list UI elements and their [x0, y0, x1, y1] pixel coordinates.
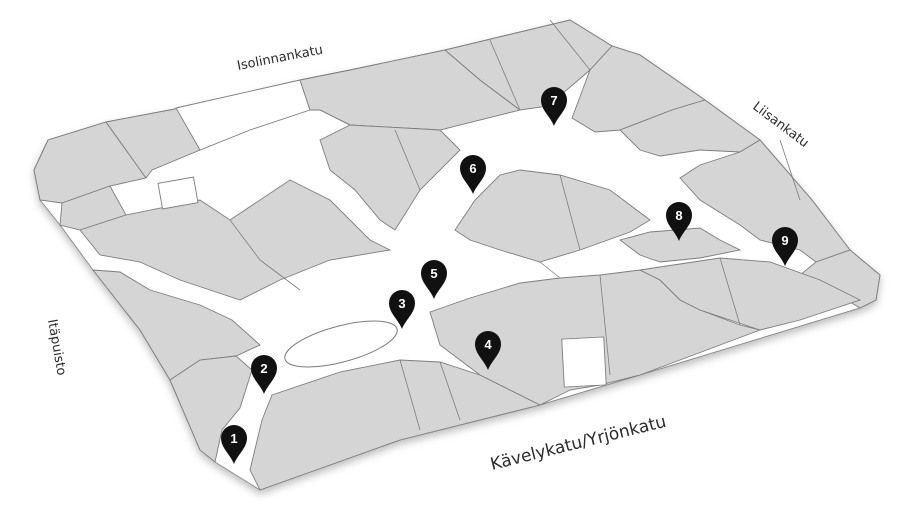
location-marker-8[interactable]: 8 — [666, 202, 692, 241]
marker-number: 8 — [675, 208, 682, 223]
marker-number: 4 — [484, 337, 492, 352]
map-pin-icon — [389, 290, 415, 329]
store-dividers — [229, 19, 801, 431]
map-pin-icon — [475, 331, 501, 370]
marker-number: 9 — [781, 233, 788, 248]
store-block[interactable] — [638, 257, 862, 331]
location-markers: 1 2 3 4 5 6 7 8 9 — [221, 87, 798, 464]
street-label-west: Itäpuisto — [44, 318, 69, 377]
street-label-north: Isolinnankatu — [236, 43, 324, 74]
map-pin-icon — [666, 202, 692, 241]
map-pin-icon — [221, 425, 247, 464]
location-marker-7[interactable]: 7 — [541, 87, 567, 126]
store-block[interactable] — [33, 121, 147, 204]
courtyard — [561, 336, 607, 388]
marker-number: 5 — [430, 266, 437, 281]
location-marker-3[interactable]: 3 — [389, 290, 415, 329]
store-block[interactable] — [79, 179, 392, 301]
store-block[interactable] — [299, 49, 522, 131]
location-marker-6[interactable]: 6 — [460, 155, 486, 194]
store-block[interactable] — [319, 124, 461, 231]
map-pin-icon — [541, 87, 567, 126]
store-block[interactable] — [444, 19, 613, 111]
map-pin-icon — [421, 260, 447, 299]
store-block[interactable] — [618, 227, 742, 263]
marker-number: 6 — [469, 161, 476, 176]
location-marker-1[interactable]: 1 — [221, 425, 247, 464]
location-marker-2[interactable]: 2 — [251, 355, 277, 394]
store-block[interactable] — [92, 269, 261, 381]
marker-number: 3 — [398, 296, 405, 311]
store-block[interactable] — [169, 355, 253, 463]
marker-number: 7 — [550, 93, 557, 108]
store-block[interactable] — [175, 79, 311, 151]
location-marker-9[interactable]: 9 — [772, 227, 798, 266]
atrium-oval — [284, 320, 398, 368]
map-pin-icon — [460, 155, 486, 194]
map-pin-icon — [251, 355, 277, 394]
street-label-south: Kävelykatu/Yrjönkatu — [488, 412, 668, 475]
location-marker-4[interactable]: 4 — [475, 331, 501, 370]
map-pin-icon — [772, 227, 798, 266]
marker-number: 2 — [260, 361, 267, 376]
store-blocks — [33, 19, 881, 491]
store-block[interactable] — [105, 107, 201, 179]
courtyard — [157, 176, 199, 210]
location-marker-5[interactable]: 5 — [421, 260, 447, 299]
marker-number: 1 — [230, 431, 237, 446]
